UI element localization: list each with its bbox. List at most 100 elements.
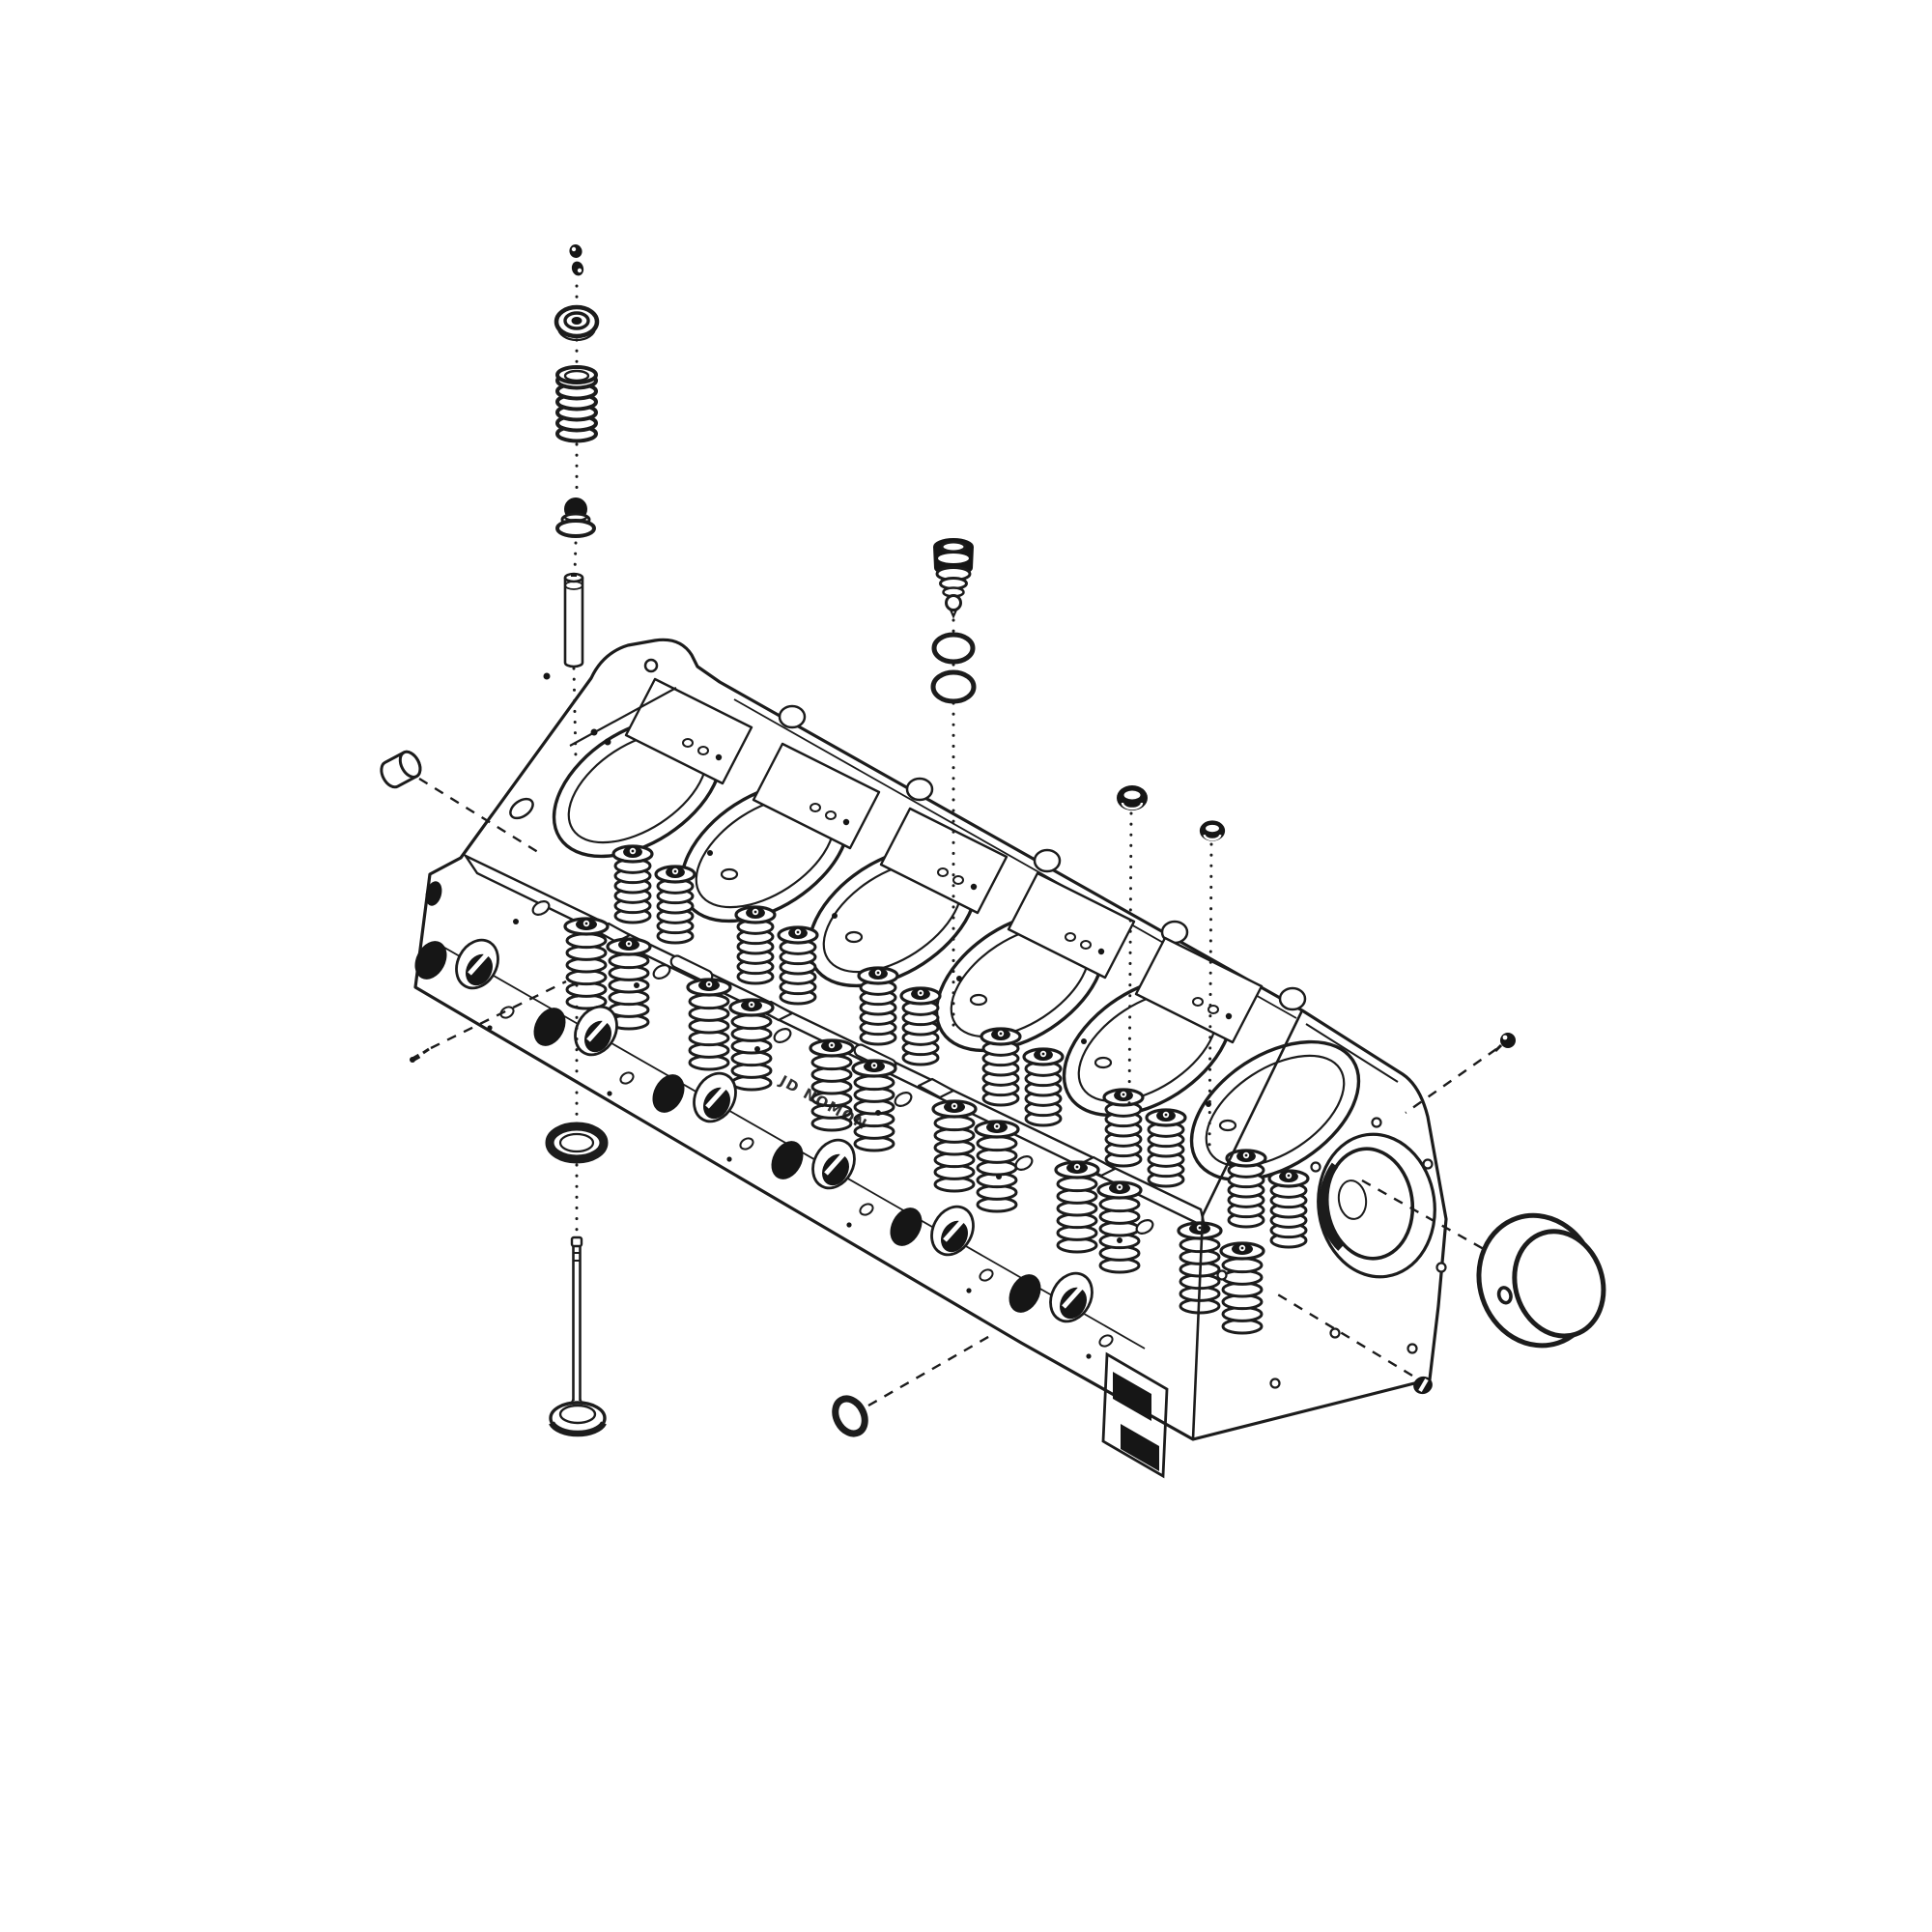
ball-plug [1493, 1033, 1516, 1053]
injector-sleeve [933, 538, 974, 619]
cam-arch [1189, 1039, 1361, 1182]
cap-nut-rear [1199, 820, 1226, 841]
rail-bridge [917, 1077, 955, 1099]
installed-spring [1102, 1088, 1145, 1168]
face-hole-small [726, 1137, 754, 1162]
poppet-valve [549, 1236, 607, 1437]
deck-hole [1206, 1101, 1237, 1132]
installed-spring [1267, 1169, 1310, 1249]
installed-spring [931, 1099, 978, 1193]
o-ring-cam-bore [832, 1395, 868, 1437]
cam-bore-shadow [1319, 1162, 1344, 1251]
o-ring-lower [930, 669, 977, 704]
left-pedestal-hole [643, 658, 659, 673]
face-hole-small [607, 1071, 635, 1096]
deck-hole [707, 850, 739, 881]
valve-guide [563, 572, 584, 668]
face-hole-small [1086, 1334, 1114, 1359]
cam-bore-inner [1337, 1179, 1368, 1220]
cam-bore [1324, 1147, 1415, 1261]
installed-spring [974, 1120, 1020, 1213]
deck-right-rim [1201, 1009, 1304, 1216]
left-wall-hole [509, 797, 534, 820]
face-hole-small [846, 1203, 874, 1228]
assembly-leader-lines [418, 284, 1514, 1407]
cam-pedestal-plates [624, 677, 1264, 1044]
valve-keepers [569, 244, 584, 276]
leader-line [430, 980, 567, 1050]
exhaust-port-pair [890, 1205, 975, 1257]
valve-spring [555, 365, 598, 443]
exploded-parts [380, 244, 1606, 1437]
face-hole [634, 964, 671, 988]
leader-line [1405, 1048, 1497, 1114]
exhaust-port-pair [533, 1005, 618, 1057]
leader-line [573, 541, 578, 574]
cup-plug [380, 750, 422, 789]
leader-line [867, 1331, 996, 1407]
bottom-bracket-slot-lower [1121, 1424, 1159, 1471]
leader-line [1270, 1289, 1413, 1378]
installed-spring [809, 1038, 855, 1132]
installed-spring [1145, 1108, 1187, 1188]
cup-plug-end [1413, 1376, 1433, 1395]
valve-stem-seal [555, 497, 596, 538]
pedestal-plate [1007, 871, 1136, 980]
installed-spring [1096, 1180, 1143, 1274]
deck-hole [832, 913, 864, 944]
installed-spring [851, 1059, 897, 1152]
installed-spring [777, 925, 819, 1006]
dowel-stud [410, 1047, 430, 1063]
exhaust-port-pair [414, 938, 499, 990]
installed-spring [1054, 1160, 1100, 1254]
installed-spring [1022, 1047, 1065, 1127]
front-face-ports [414, 938, 1094, 1323]
installed-valve-springs [563, 844, 1310, 1335]
exhaust-port-pair [1009, 1271, 1094, 1323]
face-hole [513, 900, 551, 924]
installed-spring [1225, 1149, 1267, 1229]
face-hole [996, 1155, 1034, 1179]
installed-spring [857, 966, 899, 1046]
installed-spring [899, 986, 942, 1066]
exhaust-port-pair [771, 1138, 856, 1190]
face-hole-small [966, 1268, 994, 1293]
exhaust-port-pair [652, 1071, 737, 1123]
leader-line [418, 777, 542, 856]
valve-seat-insert [545, 1122, 609, 1164]
left-pedestal-edge [569, 687, 677, 747]
face-hole [875, 1092, 913, 1116]
installed-spring [734, 905, 777, 985]
spring-retainer [554, 304, 600, 342]
deck-holes [707, 850, 1237, 1132]
leader-line [572, 667, 578, 759]
end-face-bolt-holes [1216, 1117, 1447, 1389]
installed-spring [563, 917, 610, 1010]
misc-dots [543, 672, 611, 746]
cam-pedestal-arches [552, 716, 1361, 1182]
end-face-ridge [1191, 1214, 1205, 1440]
installed-spring [1219, 1241, 1265, 1335]
left-end-port [425, 881, 442, 906]
pedestal-plate [879, 807, 1009, 915]
bottom-bracket [1101, 1351, 1169, 1479]
installed-spring [611, 844, 654, 924]
installed-spring [606, 937, 652, 1031]
leader-line [1208, 842, 1213, 1153]
pedestal-plate [752, 742, 881, 850]
installed-spring [728, 998, 775, 1092]
installed-spring [980, 1027, 1022, 1107]
bottom-bracket-slot-upper [1113, 1372, 1151, 1421]
deck-hole [956, 976, 988, 1007]
end-face-top-line [1305, 1023, 1399, 1083]
installed-spring [1177, 1221, 1223, 1315]
face-hole-small [487, 1006, 515, 1031]
pedestal-plate [624, 677, 753, 785]
installed-spring [686, 978, 732, 1071]
front-face-holes [487, 900, 1154, 1359]
deck-hole [1081, 1038, 1113, 1069]
o-ring-upper [931, 632, 976, 665]
head-silhouette [413, 638, 1448, 1441]
